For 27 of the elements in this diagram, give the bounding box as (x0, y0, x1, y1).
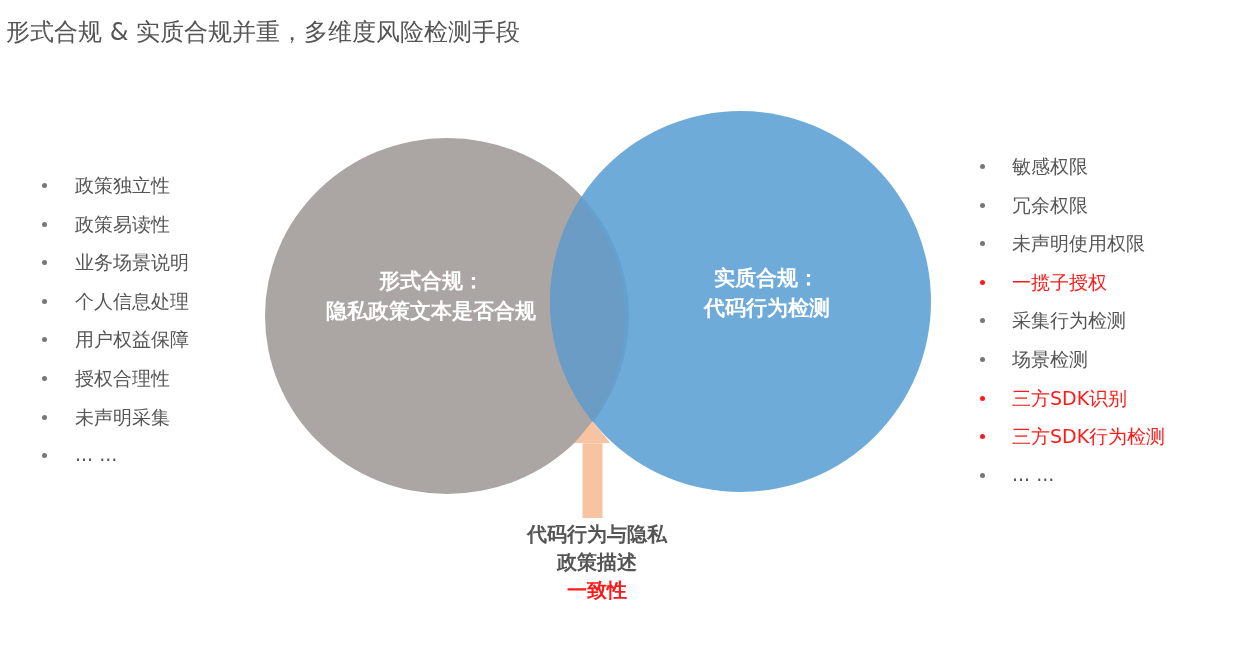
arrow (574, 421, 611, 518)
list-item: 敏感权限 (1012, 154, 1088, 179)
list-item: ... ... (1012, 462, 1055, 485)
list-item: 授权合理性 (75, 366, 170, 391)
page-title: 形式合规 & 实质合规并重，多维度风险检测手段 (6, 17, 520, 48)
list-item: 冗余权限 (1012, 192, 1088, 218)
list-item: 采集行为检测 (1012, 308, 1126, 334)
list-item: 业务场景说明 (75, 250, 189, 276)
list-item: 三方SDK行为检测 (1012, 424, 1166, 450)
list-item: 三方SDK识别 (1012, 385, 1128, 411)
list-item: 政策易读性 (75, 211, 170, 237)
list-item: ... ... (75, 443, 118, 466)
list-item: 个人信息处理 (75, 288, 189, 314)
overlap-region (550, 199, 625, 422)
list-item: 用户权益保障 (75, 327, 189, 353)
list-item: 一揽子授权 (1012, 269, 1107, 295)
circle-label: 代码行为检测 (702, 295, 831, 322)
circle-label: 形式合规： (377, 268, 485, 295)
circle-region (550, 111, 931, 492)
list-item: 未声明使用权限 (1012, 231, 1145, 257)
caption-text: 代码行为与隐私政策描述 (525, 521, 669, 576)
list-item: 未声明采集 (75, 404, 170, 430)
circle-label: 实质合规： (713, 265, 820, 292)
list-item: 政策独立性 (75, 173, 170, 198)
highlight-text: 一致性 (566, 577, 628, 604)
list-item: 场景检测 (1012, 347, 1088, 372)
circle-label: 隐私政策文本是否合规 (325, 298, 537, 325)
